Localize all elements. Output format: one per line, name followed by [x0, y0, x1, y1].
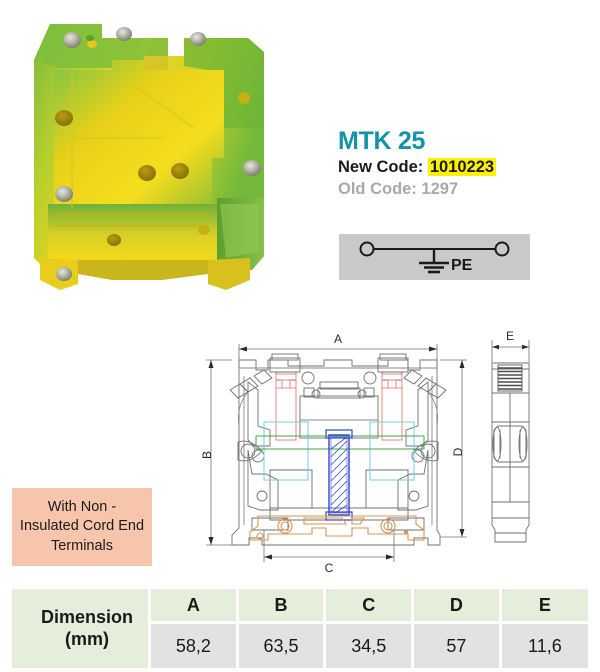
value-cell-d: 57 [412, 621, 502, 668]
terminal-circle-right [494, 241, 510, 257]
value-cell-a: 58,2 [149, 621, 239, 668]
header-cell-c: C [324, 589, 415, 623]
terminal-screw-left [275, 373, 297, 441]
conductor-left [263, 421, 309, 481]
page-title: MTK 25 [338, 127, 426, 155]
table-value-row: 58,2 63,5 34,5 57 11,6 [12, 621, 588, 668]
terminal-screw-right [381, 373, 403, 441]
new-code-label: New Code: [338, 158, 424, 177]
dim-label-b: B [200, 451, 214, 459]
clamp-left [237, 440, 263, 462]
conductor-right [369, 421, 415, 481]
dimension-label-line1: Dimension [40, 607, 133, 628]
old-code-value: 1297 [421, 179, 459, 198]
body-outline [231, 359, 441, 546]
header-cell-a: A [149, 589, 239, 623]
pe-label: PE [451, 257, 473, 274]
dim-label-e: E [506, 330, 514, 343]
dim-label-a: A [334, 332, 342, 346]
new-code-line: New Code: 1010223 [338, 157, 588, 178]
product-photo [12, 8, 292, 298]
center-screw [325, 429, 353, 521]
header-cell-b: B [237, 589, 327, 623]
value-cell-c: 34,5 [324, 621, 415, 668]
table-header-row: Dimension (mm) A B C D E [12, 589, 588, 668]
dimension-table: Dimension (mm) A B C D E 58,2 63,5 34,5 … [12, 589, 588, 668]
terminal-circle-left [359, 241, 375, 257]
busbar [255, 435, 425, 450]
note-text: With Non - Insulated Cord End Terminals [16, 498, 148, 555]
old-code-label: Old Code: [338, 179, 417, 198]
note-line-3: Terminals [50, 537, 114, 554]
dim-label-c: C [325, 561, 334, 575]
side-view [491, 362, 530, 543]
center-bridge [299, 395, 379, 439]
dimension-lines [206, 340, 530, 562]
product-title-block: MTK 25 New Code: 1010223 Old Code: 1297 [338, 128, 588, 200]
dimension-label-line2: (mm) [65, 628, 109, 649]
dimension-label-cell: Dimension (mm) [12, 589, 151, 668]
new-code-value: 1010223 [427, 158, 497, 177]
technical-drawing: A B C D E [192, 330, 547, 575]
note-line-2: Insulated Cord End [19, 518, 145, 535]
pe-circuit-symbol [359, 241, 510, 274]
din-rail-foot [249, 515, 425, 541]
old-code-line: Old Code: 1297 [338, 179, 588, 200]
value-cell-e: 11,6 [500, 621, 588, 668]
header-cell-e: E [500, 589, 588, 623]
cord-end-terminal-note: With Non - Insulated Cord End Terminals [12, 488, 152, 566]
pe-schematic-box: PE [339, 234, 530, 280]
note-line-1: With Non - [47, 499, 117, 516]
value-cell-b: 63,5 [237, 621, 327, 668]
dim-label-d: D [451, 447, 465, 456]
header-cell-d: D [412, 589, 502, 623]
